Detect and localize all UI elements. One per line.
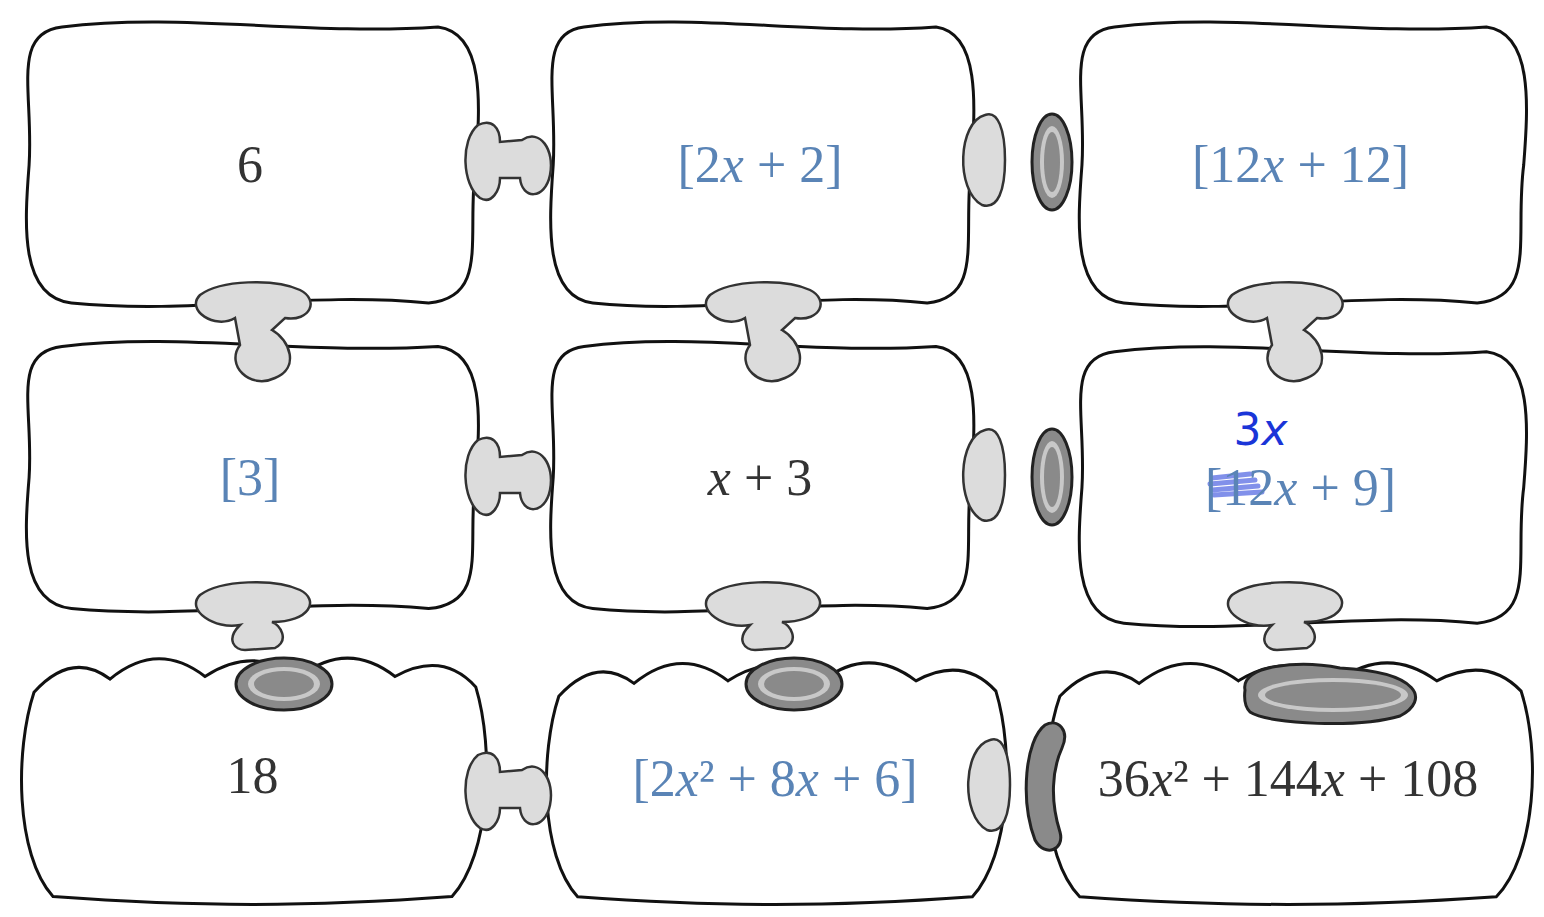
piece-shape [1079, 22, 1526, 307]
puzzle-piece: 6 [15, 15, 485, 315]
expression-text: [2x² + 8x + 6] [632, 749, 917, 809]
piece-shape [22, 658, 487, 904]
piece-shape [551, 22, 974, 307]
expression-text: x + 3 [708, 448, 812, 508]
piece-shape [26, 342, 478, 612]
expression-text: [12x + 9] [1205, 458, 1396, 518]
expression-text: 36x² + 144x + 108 [1098, 749, 1478, 809]
expression-text: 6 [237, 135, 263, 195]
piece-shape [551, 342, 974, 612]
piece-shape [1047, 663, 1533, 905]
expression-text: [3] [220, 448, 281, 508]
expression-text: [2x + 2] [677, 135, 842, 195]
expression-text: 18 [227, 746, 279, 806]
expression-text: [12x + 12] [1192, 135, 1409, 195]
piece-shape [26, 22, 478, 307]
puzzle-piece: [12x + 12] [1068, 15, 1533, 315]
puzzle-piece: [2x + 2] [540, 15, 980, 315]
